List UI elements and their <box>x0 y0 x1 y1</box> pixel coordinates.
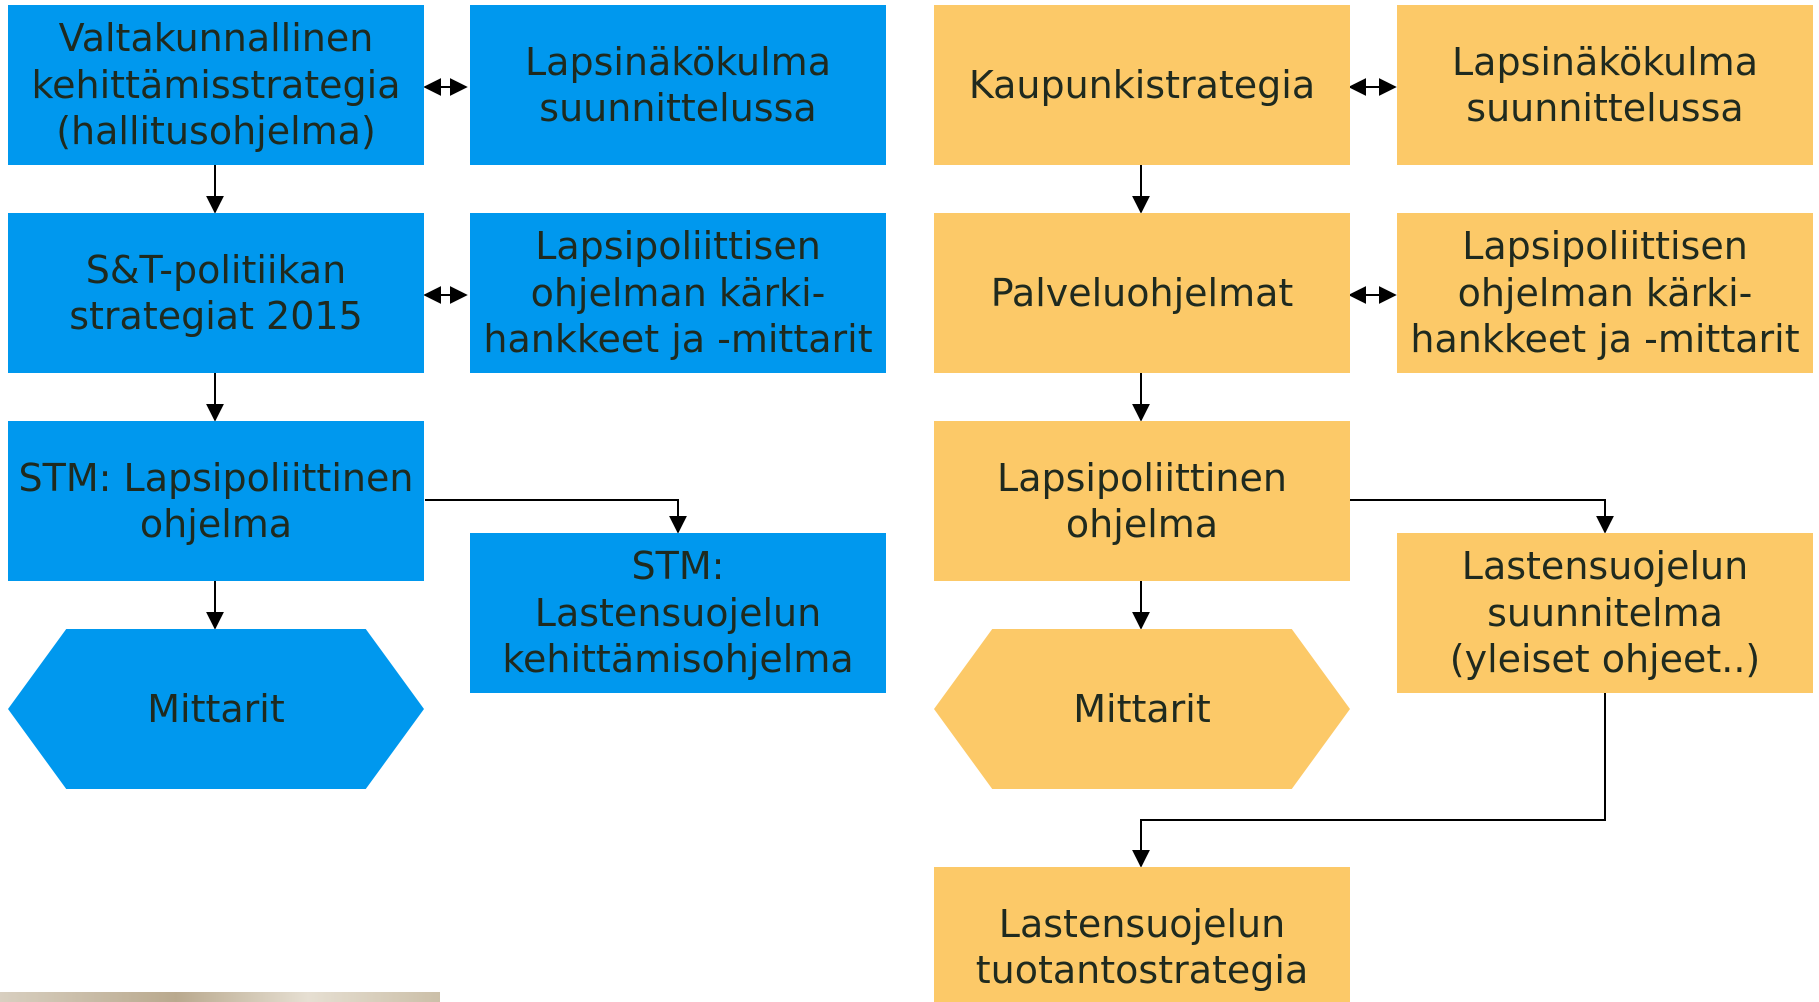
kaupunkistrategia-box: Kaupunkistrategia <box>934 5 1350 165</box>
lapsipoliittinen-ohjelma-box: Lapsipoliittinen ohjelma <box>934 421 1350 581</box>
lastensuojelun-suunnitelma-box: Lastensuojelun suunnitelma (yleiset ohje… <box>1397 533 1813 693</box>
lapsinakokulma-box-left: Lapsinäkökulma suunnittelussa <box>470 5 886 165</box>
stm-lastensuojelu-box: STM: Lastensuojelun kehittämisohjelma <box>470 533 886 693</box>
mittarit-hexagon-right: Mittarit <box>934 629 1350 789</box>
box-line: S&T-politiikan <box>85 247 347 292</box>
hexagon-label: Mittarit <box>147 687 285 731</box>
box-line: STM: <box>631 544 725 589</box>
box-line: Lapsinäkökulma <box>1452 39 1758 84</box>
lapsinakokulma-box-right: Lapsinäkökulma suunnittelussa <box>1397 5 1813 165</box>
karkihankkeet-box-right: Lapsipoliittisen ohjelman kärki- hankkee… <box>1397 213 1813 373</box>
box-line: STM: Lapsipoliittinen <box>18 455 414 500</box>
tuotantostrategia-box: Lastensuojelun tuotantostrategia <box>934 867 1350 1002</box>
karkihankkeet-box-left: Lapsipoliittisen ohjelman kärki- hankkee… <box>470 213 886 373</box>
stm-lapsipoliittinen-box: STM: Lapsipoliittinen ohjelma <box>8 421 424 581</box>
mittarit-hexagon-left: Mittarit <box>8 629 424 789</box>
box-line: (yleiset ohjeet..) <box>1449 637 1761 682</box>
box-line: suunnitelma <box>1487 590 1723 635</box>
hexagon-label: Mittarit <box>1073 687 1211 731</box>
box-line: Lastensuojelun <box>998 902 1286 946</box>
box-line: Lapsinäkökulma <box>525 39 831 84</box>
box-line: hankkeet ja -mittarit <box>1410 317 1800 362</box>
box-line: Valtakunnallinen <box>58 16 374 61</box>
box-line: suunnittelussa <box>1466 86 1744 130</box>
box-line: Lastensuojelun <box>534 590 822 635</box>
box-line: kehittämisstrategia <box>31 62 401 107</box>
branch-left <box>425 499 687 534</box>
box-line: ohjelman kärki- <box>530 270 826 315</box>
branch-right <box>1350 499 1614 534</box>
box-line: (hallitusohjelma) <box>56 109 376 154</box>
st-politiikka-box: S&T-politiikan strategiat 2015 <box>8 213 424 373</box>
palveluohjelmat-box: Palveluohjelmat <box>934 213 1350 373</box>
box-line: Lastensuojelun <box>1461 544 1749 589</box>
box-line: Lapsipoliittisen <box>535 224 821 269</box>
box-line: kehittämisohjelma <box>502 637 854 682</box>
box-line: Lapsipoliittinen <box>997 455 1287 500</box>
box-line: tuotantostrategia <box>975 948 1309 993</box>
box-line: Lapsipoliittisen <box>1462 224 1748 269</box>
valtakunnallinen-strategia-box: Valtakunnallinen kehittämisstrategia (ha… <box>8 5 424 165</box>
box-line: Palveluohjelmat <box>990 270 1294 315</box>
photo-strip <box>0 992 440 1002</box>
box-line: hankkeet ja -mittarit <box>483 317 873 362</box>
box-line: strategiat 2015 <box>69 294 363 338</box>
box-line: suunnittelussa <box>539 86 817 130</box>
box-line: Kaupunkistrategia <box>968 62 1316 107</box>
box-line: ohjelma <box>139 502 293 546</box>
box-line: ohjelma <box>1065 502 1219 546</box>
box-line: ohjelman kärki- <box>1457 270 1753 315</box>
